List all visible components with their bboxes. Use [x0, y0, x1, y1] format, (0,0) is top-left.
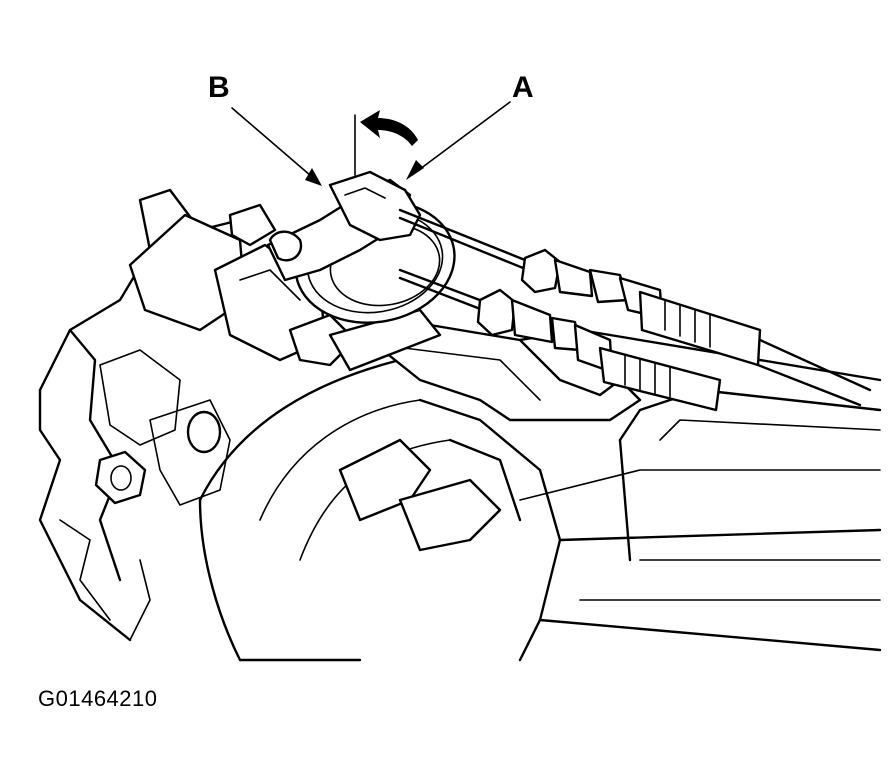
curved-arrow-left-icon [354, 110, 418, 176]
shift-cables [398, 208, 872, 407]
figure-id-label: G01464210 [38, 686, 158, 711]
callout-label-a: A [512, 71, 534, 104]
main-casing [198, 328, 882, 662]
transmission-housing [38, 188, 272, 642]
callout-leaders [231, 101, 511, 186]
cable-bracket [368, 318, 642, 422]
shift-lever-assembly [266, 170, 456, 324]
callout-label-b: B [208, 71, 230, 104]
cable-end-upper [520, 248, 762, 367]
cable-end-lower [476, 288, 722, 412]
